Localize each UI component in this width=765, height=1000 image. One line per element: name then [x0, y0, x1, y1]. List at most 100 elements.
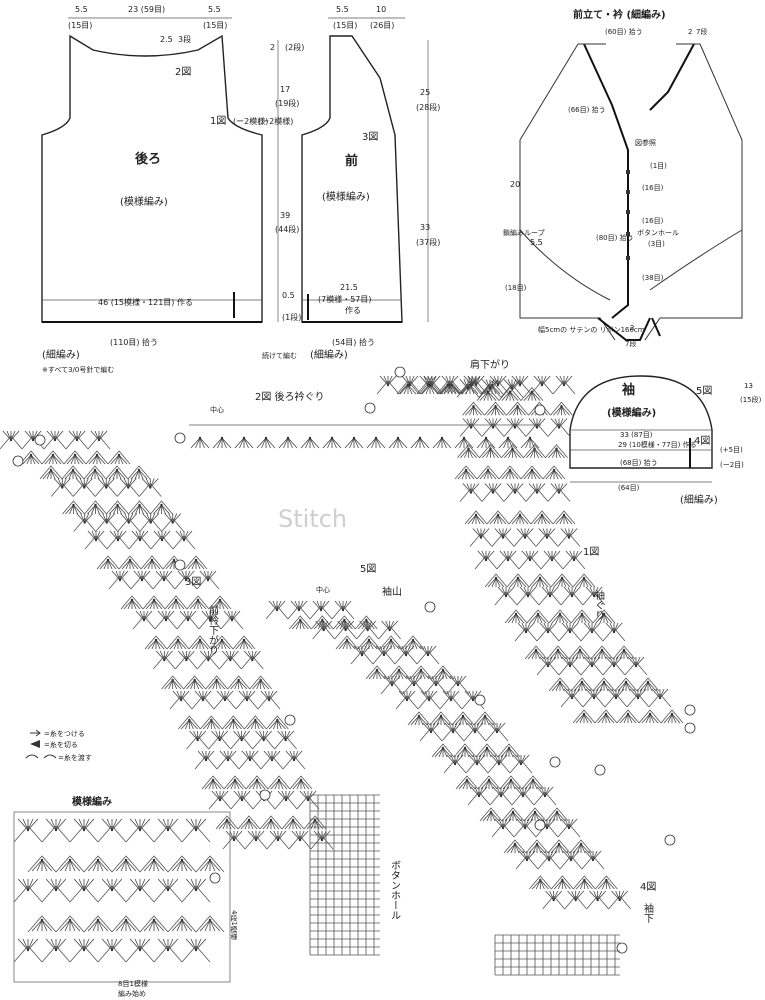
fan-base [73, 453, 77, 457]
fan-stitch [543, 656, 549, 667]
fan-stitch [528, 483, 538, 493]
fan-stitch [74, 454, 80, 465]
fan-stitch [571, 890, 577, 901]
fan-stitch [219, 730, 229, 741]
fan-stitch [199, 639, 209, 650]
fan-stitch [549, 586, 559, 597]
fan-stitch [270, 779, 280, 790]
fan-stitch [495, 577, 505, 588]
chain-loop [542, 465, 566, 480]
fan-stitch [167, 878, 174, 891]
fan-base [634, 664, 638, 668]
fan-base [439, 714, 443, 718]
fan-stitch [558, 418, 568, 428]
fan-stitch [187, 610, 193, 621]
fan-stitch [117, 530, 123, 541]
fan-stitch [177, 639, 183, 650]
fan-stitch [296, 779, 302, 790]
chain-loop [533, 791, 557, 806]
fan-base [592, 594, 596, 598]
collar-one: (1目) [650, 162, 667, 170]
fan-stitch [505, 586, 515, 597]
swatch-loop [97, 825, 127, 843]
fan-stitch [515, 613, 521, 624]
fan-stitch [97, 919, 109, 932]
fan-stitch [440, 715, 446, 726]
fan-stitch [241, 790, 251, 801]
fan-stitch [508, 448, 513, 458]
fan-base [534, 648, 538, 652]
fan-stitch [149, 478, 155, 488]
chain-loop [481, 422, 505, 437]
fan-stitch [207, 570, 217, 581]
fan-stitch [423, 645, 429, 656]
chain-loop [244, 835, 268, 850]
fan-stitch [524, 528, 534, 538]
chain-loop [508, 510, 532, 525]
fan-stitch [84, 513, 90, 523]
fan-base [419, 668, 423, 672]
fan-stitch [485, 379, 491, 389]
fan-stitch [561, 577, 571, 588]
fan-stitch [595, 613, 605, 624]
fan-stitch [265, 437, 276, 449]
fan-stitch [565, 656, 571, 667]
fan-base [149, 486, 152, 489]
fan-stitch [32, 430, 38, 441]
chain-loop [626, 693, 650, 708]
fan-base [465, 778, 469, 782]
fan-base [154, 638, 158, 642]
fan-base [485, 746, 489, 750]
buttonhole-chart-label: ボタンホール [389, 860, 401, 920]
fan-base [166, 828, 170, 832]
fan-stitch [562, 850, 572, 861]
dim-19-rows: (19段) [275, 98, 299, 108]
fan-stitch [231, 610, 241, 621]
fan-stitch [61, 478, 67, 488]
fan-stitch [78, 818, 85, 831]
fan-stitch [466, 779, 472, 790]
fan-stitch [569, 656, 575, 667]
chain-loop [518, 555, 542, 570]
fan-stitch [649, 713, 659, 724]
chain-loop [424, 680, 448, 695]
fan-stitch [539, 656, 549, 667]
fan-base [464, 468, 468, 472]
chain-loop [546, 645, 570, 660]
chain-loop [491, 532, 515, 547]
fan-stitch [549, 649, 559, 660]
fan-base [582, 712, 586, 716]
fan-stitch [78, 878, 85, 891]
fan-stitch [195, 559, 205, 570]
front-piece: 前 (模様編み) 3図 (ー2模様) 21.5 (7模様・57目) 作る (54… [258, 5, 405, 361]
fan-stitch [17, 818, 29, 831]
row-number-marker [424, 601, 436, 613]
fan-stitch [551, 681, 561, 692]
fan-stitch [206, 719, 212, 730]
fan-stitch [497, 586, 507, 597]
fan-stitch [6, 430, 12, 441]
fan-stitch [387, 375, 397, 386]
swatch-loop [55, 915, 85, 933]
fan-stitch [531, 879, 541, 890]
fan-stitch [492, 722, 498, 733]
fan-stitch [66, 454, 76, 465]
fan-stitch [264, 690, 270, 701]
fan-stitch [208, 779, 214, 790]
chain-loop [241, 655, 264, 670]
fan-stitch [536, 483, 542, 493]
fan-stitch [478, 747, 488, 758]
fan-base [612, 664, 616, 668]
fan-stitch [111, 878, 118, 891]
fan-stitch [627, 656, 637, 667]
back-piece: 後ろ (模様編み) 2図 1図 (ー2模様) 46 (15模様・121目) 作る… [41, 5, 268, 374]
fan-stitch [30, 454, 36, 465]
fan-stitch [460, 448, 469, 459]
fan-stitch [503, 550, 509, 561]
fan-stitch [224, 690, 230, 701]
fan-stitch [480, 528, 490, 538]
swatch-loop [83, 855, 113, 873]
sleeve-d29: 29 (10模様・77目) 作る [618, 440, 697, 449]
fan-stitch [111, 818, 123, 831]
fan-stitch [430, 722, 436, 733]
